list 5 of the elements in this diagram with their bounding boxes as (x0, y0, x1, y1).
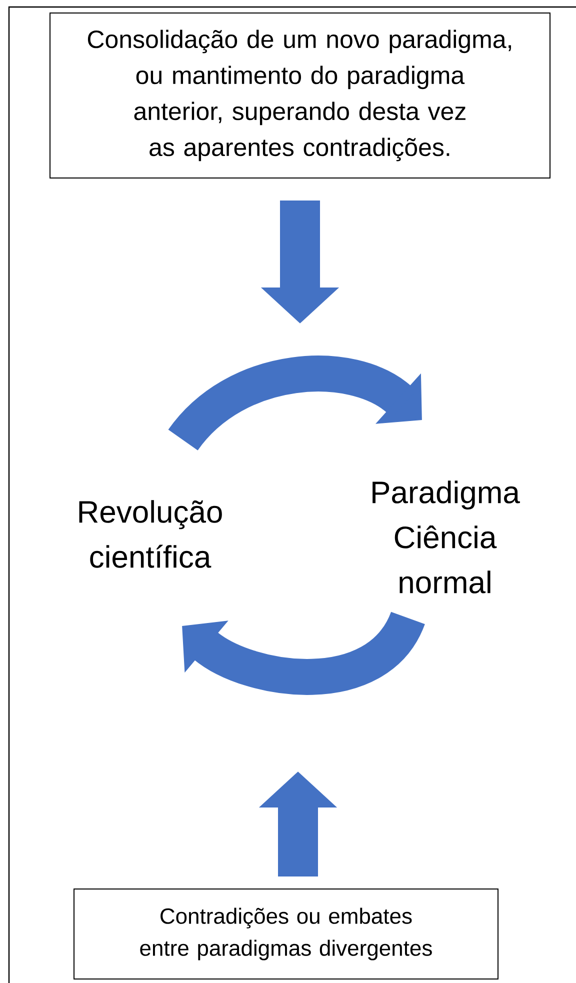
cycle-label: Paradigma Ciência normal (372, 480, 520, 594)
curved-arrow (182, 610, 424, 695)
text-box: Consolidação de um novo paradigma, ou mantimento do paradigma anterior, superando desta vez as aparentes contradições. (50, 12, 550, 178)
text-box: Contradições ou embates entre paradigmas divergentes (74, 888, 498, 980)
cycle-label: Revolução científica (79, 500, 222, 568)
